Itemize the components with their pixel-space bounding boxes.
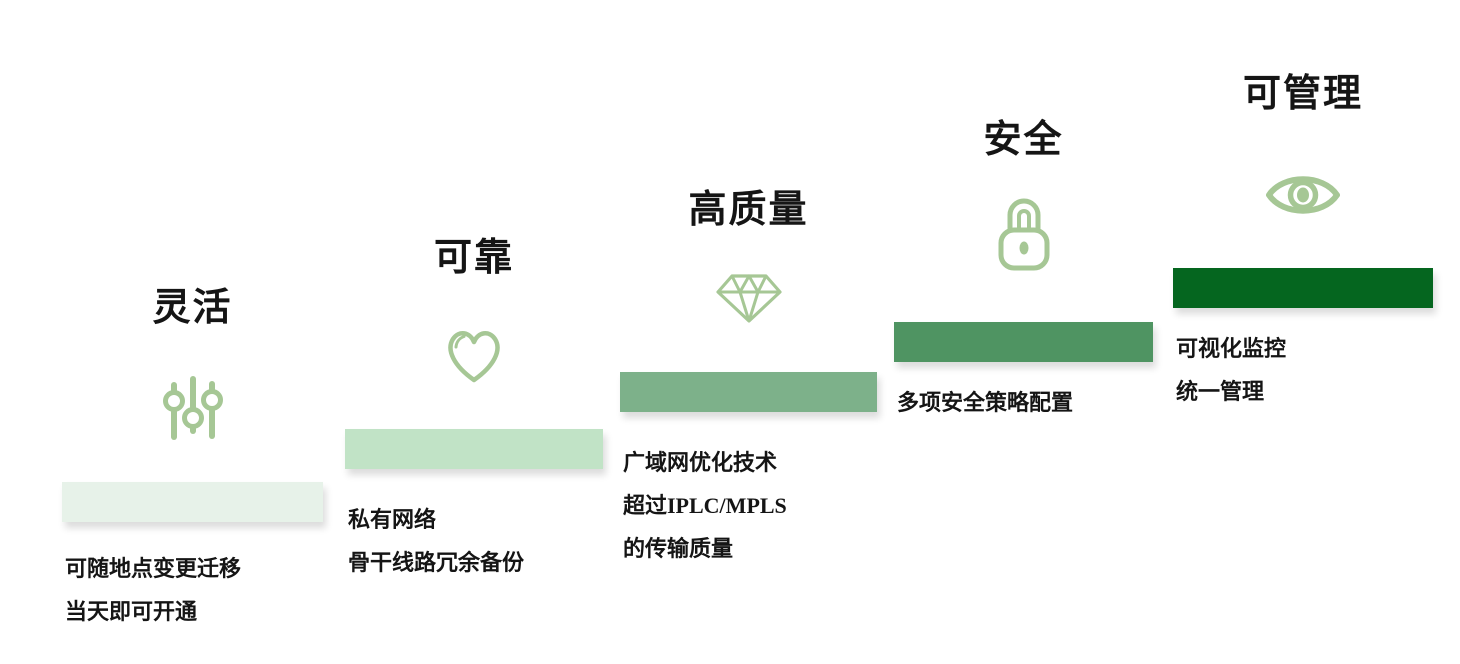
step-description: 可视化监控 统一管理 bbox=[1176, 327, 1286, 413]
step-description-line: 的传输质量 bbox=[623, 536, 734, 561]
step-description: 私有网络 骨干线路冗余备份 bbox=[348, 498, 524, 584]
step-description-line: 统一管理 bbox=[1176, 379, 1265, 404]
step-title: 高质量 bbox=[688, 189, 809, 231]
step-reliable: 可靠 私有网络 骨干线路冗余备份 bbox=[345, 0, 603, 664]
step-description: 多项安全策略配置 bbox=[897, 381, 1073, 424]
step-description-line: 可视化监控 bbox=[1176, 336, 1287, 361]
step-title: 安全 bbox=[983, 119, 1064, 161]
step-bar bbox=[345, 429, 603, 469]
step-description-line: 私有网络 bbox=[348, 507, 437, 532]
step-description-line: 超过IPLC/MPLS bbox=[623, 493, 787, 518]
step-description: 广域网优化技术 超过IPLC/MPLS 的传输质量 bbox=[623, 441, 787, 570]
step-manageable: 可管理 可视化监控 统一管理 bbox=[1173, 0, 1433, 664]
heart-icon bbox=[440, 322, 508, 386]
step-bar bbox=[1173, 268, 1433, 308]
step-flexible: 灵活 可随地点变更迁移 当天即可开通 bbox=[62, 0, 323, 664]
step-description-line: 当天即可开通 bbox=[65, 599, 198, 624]
step-title: 可管理 bbox=[1242, 73, 1363, 115]
step-bar bbox=[894, 322, 1153, 362]
step-title: 可靠 bbox=[433, 237, 514, 279]
step-description-line: 多项安全策略配置 bbox=[897, 390, 1074, 415]
step-high-quality: 高质量 广域网优化技术 超过IPLC/MPLS 的传输质量 bbox=[620, 0, 877, 664]
step-security: 安全 多项安全策略配置 bbox=[894, 0, 1153, 664]
step-description-line: 可随地点变更迁移 bbox=[65, 556, 242, 581]
step-description: 可随地点变更迁移 当天即可开通 bbox=[65, 547, 241, 633]
step-description-line: 骨干线路冗余备份 bbox=[348, 550, 525, 575]
step-title: 灵活 bbox=[152, 287, 233, 329]
step-bar bbox=[620, 372, 877, 412]
step-description-line: 广域网优化技术 bbox=[623, 450, 778, 475]
lock-icon bbox=[994, 193, 1054, 273]
sliders-icon bbox=[162, 374, 224, 444]
diamond-icon bbox=[713, 272, 785, 324]
eye-icon bbox=[1264, 168, 1342, 222]
step-bar bbox=[62, 482, 323, 522]
